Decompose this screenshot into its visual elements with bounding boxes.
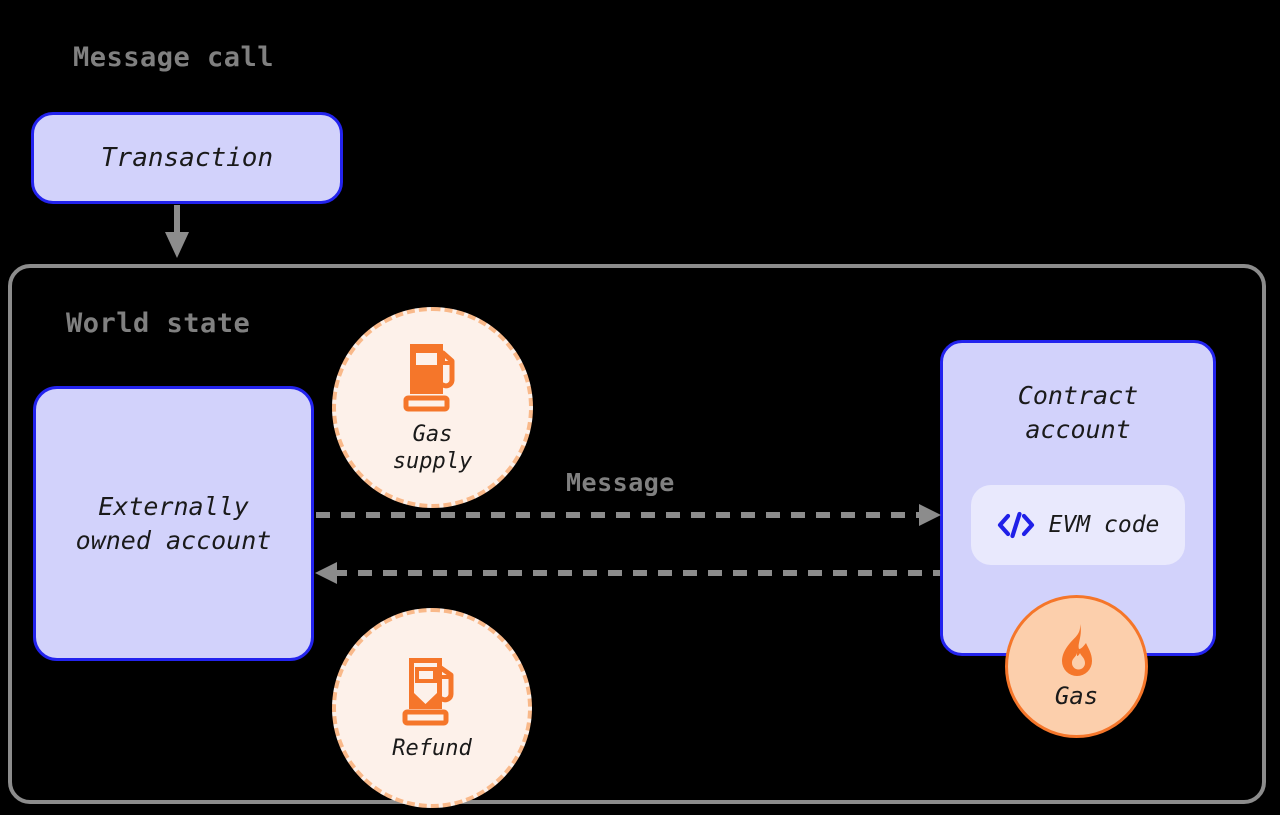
badge-gas[interactable]: Gas xyxy=(1005,595,1148,738)
node-transaction-label: Transaction xyxy=(100,143,274,173)
badge-refund-label: Refund xyxy=(392,735,472,761)
page-title: Message call xyxy=(73,42,275,73)
gas-pump-full-icon xyxy=(402,340,464,414)
badge-gas-supply-label: Gas supply xyxy=(392,422,473,474)
node-externally-owned-account[interactable]: Externally owned account xyxy=(33,386,314,661)
node-externally-owned-account-label: Externally owned account xyxy=(75,491,272,555)
world-state-label: World state xyxy=(66,308,251,339)
gas-pump-partial-icon xyxy=(401,654,463,728)
badge-gas-supply[interactable]: Gas supply xyxy=(332,307,533,508)
badge-gas-label: Gas xyxy=(1054,682,1099,711)
node-contract-account-label: Contract account xyxy=(1017,381,1139,444)
flame-icon xyxy=(1050,622,1104,680)
code-icon xyxy=(997,510,1035,540)
evm-code-chip-label: EVM code xyxy=(1048,512,1160,538)
node-transaction[interactable]: Transaction xyxy=(31,112,343,204)
message-edge-label: Message xyxy=(566,468,675,497)
world-state-container xyxy=(8,264,1266,804)
edge-transaction-to-world-state xyxy=(165,205,189,258)
evm-code-chip[interactable]: EVM code xyxy=(971,485,1185,565)
badge-refund[interactable]: Refund xyxy=(332,608,532,808)
